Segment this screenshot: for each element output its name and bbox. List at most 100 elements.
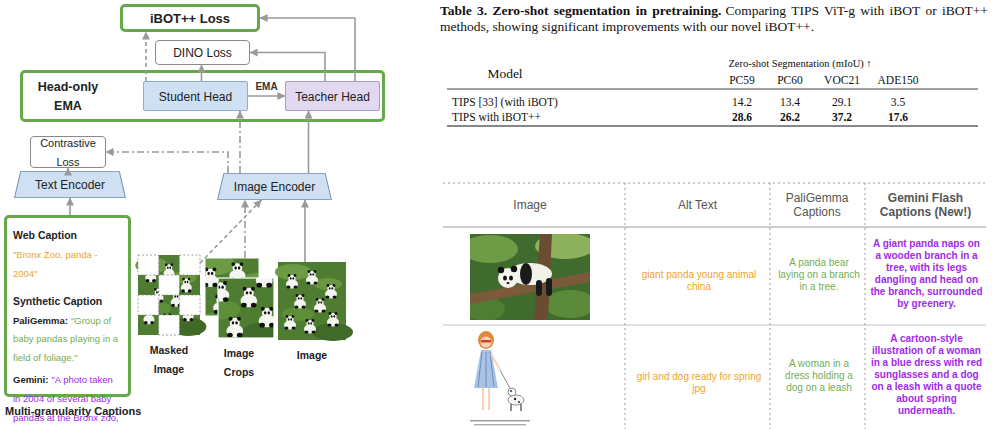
connector-arrow bbox=[260, 18, 355, 81]
caption-text: Table 3. Zero-shot segmentation in pretr… bbox=[440, 3, 721, 18]
woman-dog-illustration bbox=[510, 390, 512, 392]
text-group: Gemini:"A photo taken in 2004 of several… bbox=[13, 369, 122, 429]
caption-table-cell: A panda bear laying on a branch in a tre… bbox=[777, 257, 861, 293]
node-label: Image Crops bbox=[224, 347, 254, 378]
table-cell: 17.6 bbox=[873, 110, 923, 124]
table-rules bbox=[447, 126, 978, 127]
caption-table-cell: A giant panda naps on a wooden branch in… bbox=[869, 238, 984, 310]
caption-table-grid bbox=[443, 227, 986, 228]
connector-arrow bbox=[244, 200, 246, 258]
panda-photo bbox=[536, 280, 542, 296]
panda-photo bbox=[506, 282, 509, 284]
table-cell: TIPS with iBOT++ bbox=[452, 110, 652, 124]
node-label: Head-only EMA bbox=[38, 80, 98, 113]
edge-label: EMA bbox=[255, 81, 277, 92]
masked-image bbox=[138, 295, 159, 315]
connector-arrow bbox=[308, 111, 310, 173]
table-caption: Table 3. Zero-shot segmentation in pretr… bbox=[440, 3, 988, 34]
text-group: Image bbox=[283, 345, 341, 364]
woman-dog-illustration bbox=[474, 350, 498, 388]
text-group: Image Encoder bbox=[234, 177, 315, 196]
text-group: Head-only EMA bbox=[31, 77, 105, 115]
masked-image bbox=[135, 255, 206, 336]
table-rules bbox=[447, 89, 978, 90]
text-group: Multi-granularity Captions bbox=[5, 401, 141, 420]
caption-table-grid bbox=[443, 183, 986, 184]
panda-photo bbox=[462, 235, 518, 263]
node-label: "Bronx Zoo, panda - 2004" bbox=[13, 249, 98, 279]
masked-image bbox=[135, 255, 206, 336]
table-cell: PC60 bbox=[765, 73, 815, 87]
caption-table-cell: giant panda young animal china bbox=[635, 269, 763, 293]
caption-box: Web Caption "Bronx Zoo, panda - 2004" Synt… bbox=[4, 215, 131, 397]
caption-table-cell: A woman in a dress holding a dog on a le… bbox=[777, 358, 861, 394]
caption-table-grid bbox=[443, 183, 986, 429]
table-cell: PC59 bbox=[717, 73, 767, 87]
node-label: Gemini: bbox=[13, 374, 48, 385]
table-cell: 3.5 bbox=[873, 95, 923, 109]
panda-photo bbox=[462, 233, 596, 321]
woman-dog-illustration bbox=[482, 388, 484, 410]
text-group: Synthetic Caption bbox=[13, 291, 122, 310]
panda-photo bbox=[544, 290, 596, 318]
masked-image bbox=[159, 315, 180, 335]
text-group: Web Caption bbox=[13, 225, 122, 244]
masked-image bbox=[138, 255, 159, 275]
connector-arrow bbox=[248, 95, 285, 97]
woman-dog-illustration bbox=[478, 331, 494, 349]
masked-image bbox=[179, 295, 200, 315]
text-group: Student Head bbox=[159, 87, 232, 106]
caption-table-grid bbox=[625, 183, 626, 429]
loss-box: iBOT++ Loss bbox=[120, 4, 260, 32]
node-label: Text Encoder bbox=[35, 178, 105, 192]
node-label: Teacher Head bbox=[295, 90, 370, 104]
image-crops bbox=[218, 278, 274, 338]
woman-dog-illustration bbox=[510, 404, 511, 411]
image-input: Image Crops bbox=[205, 258, 273, 338]
caption-table-grid bbox=[770, 183, 771, 429]
woman-dog-illustration bbox=[520, 404, 521, 411]
head-box: Teacher Head bbox=[285, 81, 380, 111]
masked-image bbox=[135, 255, 206, 336]
panda-photo bbox=[509, 275, 513, 280]
woman-dog-illustration bbox=[491, 354, 500, 370]
image-input: Image bbox=[278, 262, 346, 340]
text-group: Masked Image bbox=[140, 340, 198, 378]
node-label: DINO Loss bbox=[173, 46, 232, 60]
table-cell: VOC21 bbox=[817, 73, 867, 87]
node-label: Image Encoder bbox=[234, 180, 315, 194]
encoder-trapezoid bbox=[218, 173, 332, 199]
text-group: Image Crops bbox=[210, 343, 268, 381]
table-cell: 14.2 bbox=[717, 95, 767, 109]
image-input: Masked Image bbox=[138, 255, 200, 335]
text-group: Text Encoder bbox=[35, 175, 105, 194]
panda-photo bbox=[503, 275, 507, 280]
masked-image bbox=[138, 255, 200, 335]
connector-arrow bbox=[67, 168, 69, 171]
table-cell: Model bbox=[455, 67, 555, 81]
loss-box: Contrastive Loss bbox=[30, 136, 106, 168]
connector-arrow bbox=[239, 111, 241, 173]
caption-table-cell: A cartoon-style illustration of a woman … bbox=[869, 333, 984, 417]
woman-dog-illustration bbox=[508, 395, 524, 405]
panda-photo bbox=[520, 263, 532, 285]
woman-dog-illustration bbox=[508, 388, 516, 396]
caption-table-grid bbox=[865, 183, 866, 429]
node-label: Student Head bbox=[159, 90, 232, 104]
node-label: PaliGemma: bbox=[13, 315, 68, 326]
full-image bbox=[275, 262, 353, 341]
woman-dog-illustration bbox=[470, 420, 530, 421]
connector-arrow bbox=[201, 65, 203, 81]
ema-band: Head-only EMA Student Head Teacher Head bbox=[20, 70, 385, 122]
node-label: iBOT++ Loss bbox=[150, 11, 230, 26]
woman-dog-illustration bbox=[478, 352, 494, 387]
node-label: Multi-granularity Captions bbox=[5, 405, 141, 417]
text-group: Teacher Head bbox=[295, 87, 370, 106]
caption-table-cell: Gemini Flash Captions (New!) bbox=[868, 191, 983, 219]
loss-box: DINO Loss bbox=[155, 40, 250, 65]
connector-arrow bbox=[106, 152, 228, 173]
node-label: Web Caption bbox=[13, 229, 77, 241]
encoder-trapezoid bbox=[15, 171, 126, 197]
connector-arrow bbox=[200, 200, 261, 263]
